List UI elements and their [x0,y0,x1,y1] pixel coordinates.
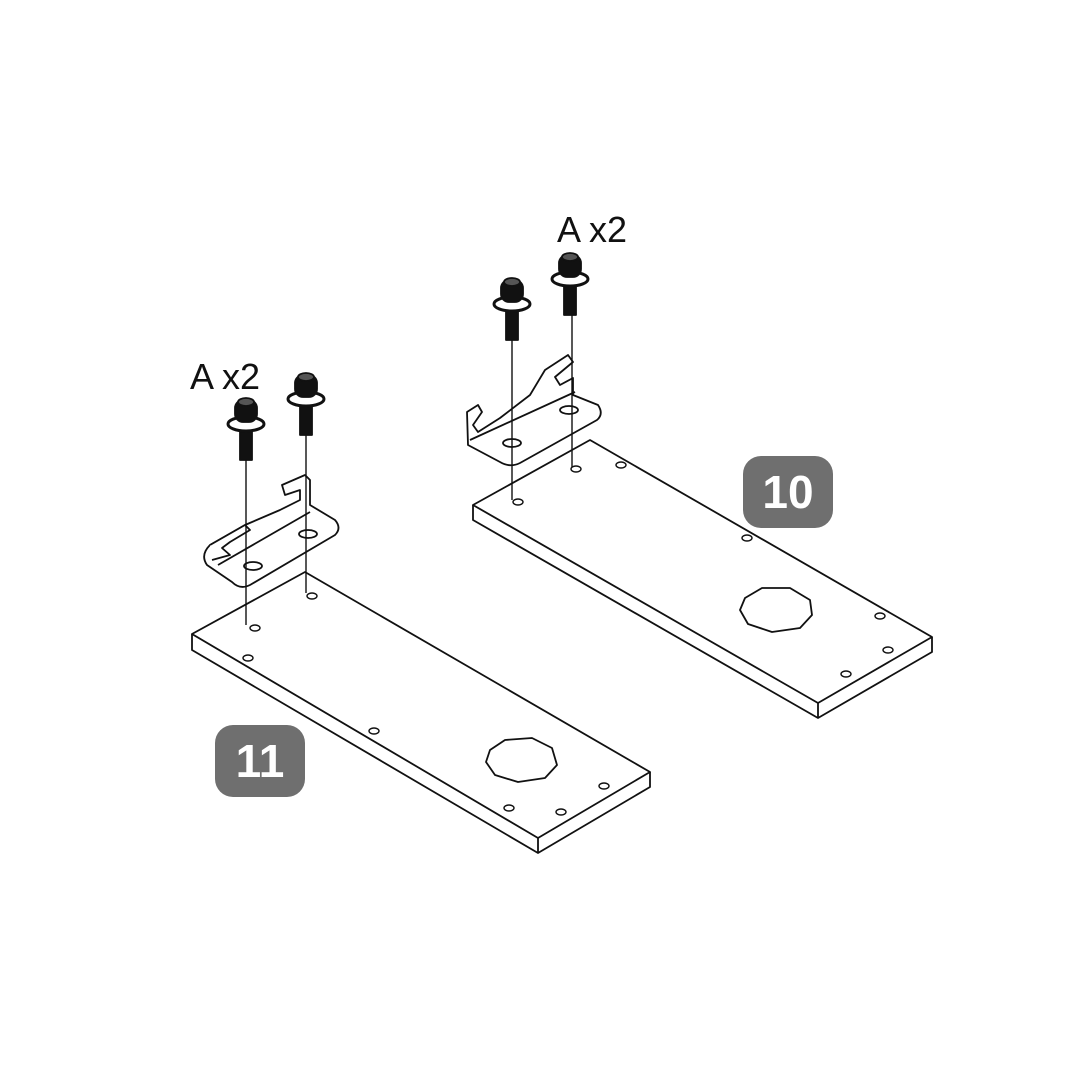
board-10-holes [512,461,894,678]
screw-a [550,252,590,316]
bracket-11 [203,474,340,588]
screw-guide-lines [245,312,573,625]
hardware-quantity-label: A x2 [190,356,261,397]
bracket-10 [466,354,602,467]
part-number-badge: 11 [215,725,305,797]
hardware-quantity-label: A x2 [557,209,628,250]
board-11-holes [242,592,610,816]
board-11-cutout [485,737,558,783]
board-10 [472,439,933,719]
board-11 [191,571,651,854]
screw-a [226,397,266,461]
part-number-badge: 10 [743,456,833,528]
screw-a [286,372,326,436]
board-10-cutout [739,587,813,633]
screw-a [492,277,532,341]
screws [226,252,590,461]
